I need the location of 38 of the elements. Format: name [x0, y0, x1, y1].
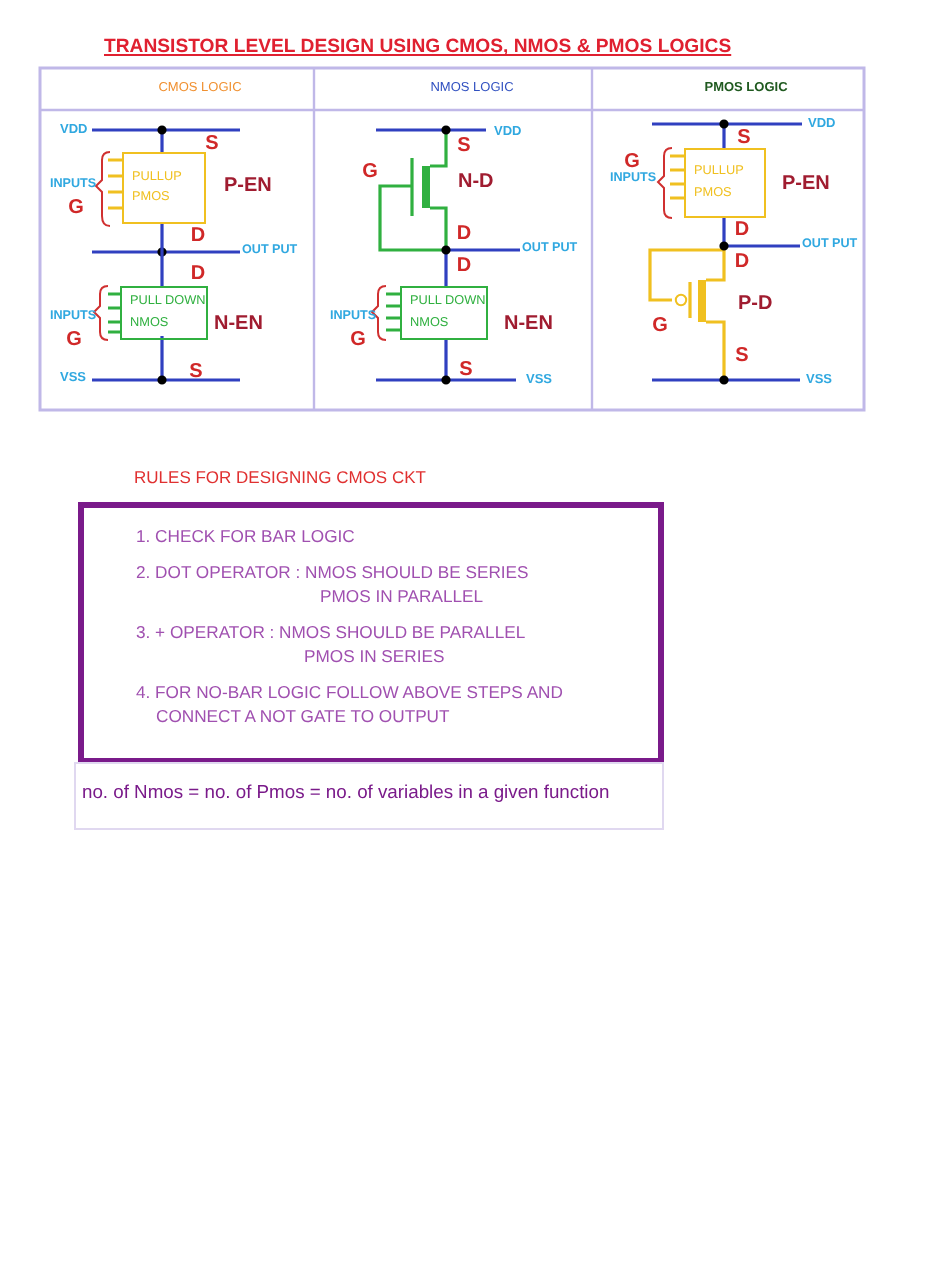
terminal-label: S	[457, 135, 471, 157]
rule-text: 4. FOR NO-BAR LOGIC FOLLOW ABOVE STEPS AND CONNECT A NOT GATE TO OUTPUT	[136, 679, 565, 729]
rules-box	[78, 502, 664, 764]
terminal-label: G	[652, 315, 668, 337]
rule-text: 3. + OPERATOR : NMOS SHOULD BE PARALLEL PMOS IN SERIES	[136, 619, 527, 669]
formula-text: no. of Nmos = no. of Pmos = no. of variables in a given function	[82, 778, 610, 806]
page-title: TRANSISTOR LEVEL DESIGN USING CMOS, NMOS & PMOS LOGICS	[104, 38, 732, 60]
network-label: P-D	[738, 293, 773, 315]
terminal-label: D	[456, 223, 472, 245]
rule-text: 1. CHECK FOR BAR LOGIC	[136, 524, 357, 549]
network-label: P-EN	[782, 173, 830, 195]
network-label: N-D	[458, 171, 494, 193]
pulldown-block	[120, 286, 208, 340]
terminal-label: D	[734, 251, 750, 273]
terminal-label: S	[189, 361, 203, 383]
terminal-label: G	[66, 329, 82, 351]
terminal-label: D	[190, 225, 206, 247]
terminal-label: S	[205, 133, 219, 155]
formula-box	[74, 762, 664, 830]
rule-text: 2. DOT OPERATOR : NMOS SHOULD BE SERIES PMOS IN PARALLEL	[136, 559, 531, 609]
terminal-label: G	[68, 197, 84, 219]
wire	[160, 224, 164, 286]
terminal-label: D	[456, 255, 472, 277]
network-label: N-EN	[214, 313, 263, 335]
terminal-label: D	[734, 219, 750, 241]
network-label: P-EN	[224, 175, 272, 197]
pullup-block	[122, 152, 206, 224]
pullup-block	[684, 148, 766, 218]
terminal-label: G	[350, 329, 366, 351]
terminal-label: D	[190, 263, 206, 285]
terminal-label: S	[737, 127, 751, 149]
pulldown-block	[400, 286, 488, 340]
terminal-label: G	[624, 151, 640, 173]
terminal-label: S	[459, 359, 473, 381]
terminal-label: G	[362, 161, 378, 183]
network-label: N-EN	[504, 313, 553, 335]
section-heading: RULES FOR DESIGNING CMOS CKT	[134, 468, 426, 488]
terminal-label: S	[735, 345, 749, 367]
